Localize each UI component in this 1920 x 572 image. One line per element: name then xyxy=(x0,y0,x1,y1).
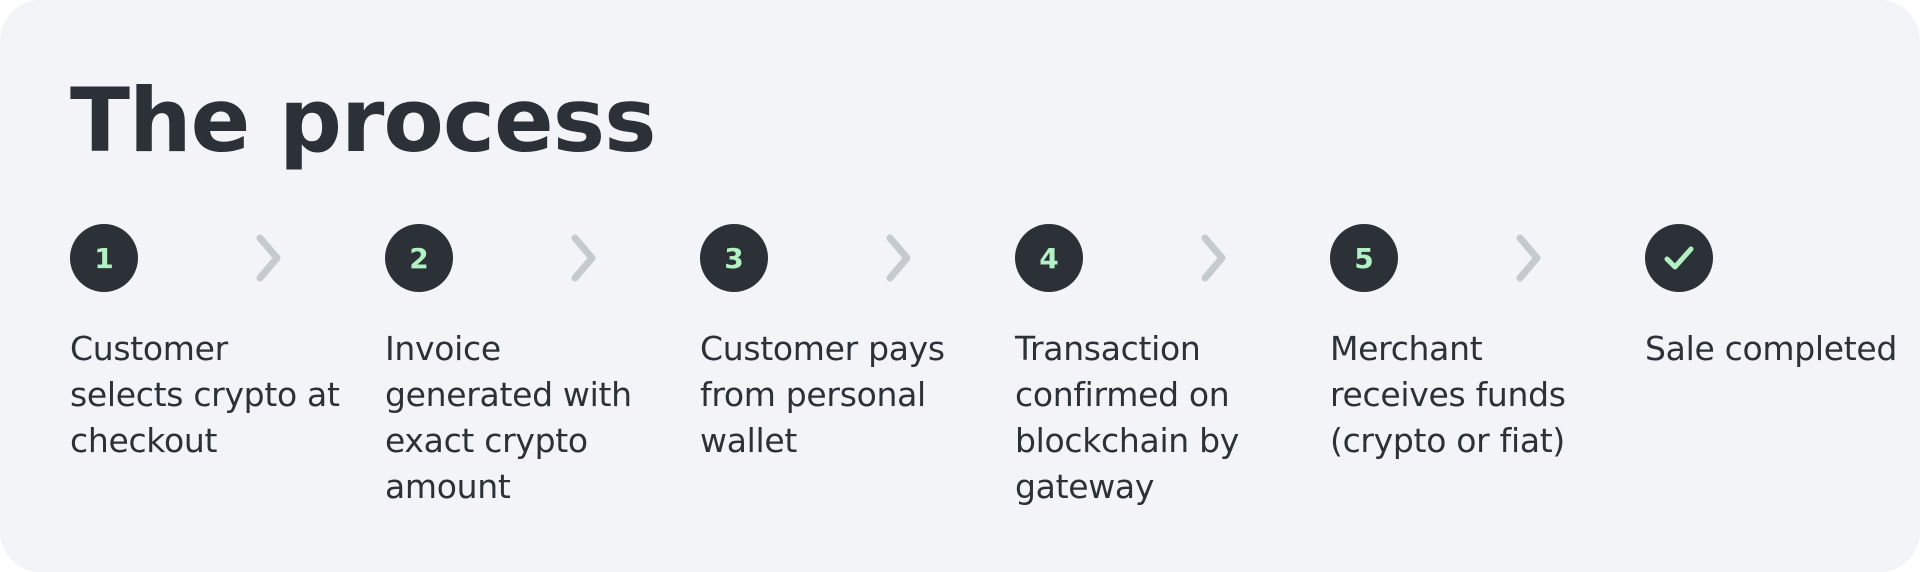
step-number-badge: 2 xyxy=(385,224,453,292)
step-number: 4 xyxy=(1039,241,1059,275)
step-number: 2 xyxy=(409,241,429,275)
step-3: 3 Customer pays from personal wallet xyxy=(700,224,970,464)
step-number-badge: 4 xyxy=(1015,224,1083,292)
step-1: 1 Customer selects crypto at checkout xyxy=(70,224,340,464)
chevron-right-icon xyxy=(1201,234,1226,282)
step-number: 1 xyxy=(94,241,114,275)
chevron-right-icon xyxy=(256,234,281,282)
step-2: 2 Invoice generated with exact crypto am… xyxy=(385,224,655,510)
checkmark-icon xyxy=(1664,246,1694,270)
step-number-badge: 3 xyxy=(700,224,768,292)
step-label: Customer selects crypto at checkout xyxy=(70,329,340,460)
step-label: Merchant receives funds (crypto or fiat) xyxy=(1330,329,1566,460)
step-6: Sale completed xyxy=(1645,224,1915,372)
step-4: 4 Transaction confirmed on blockchain by… xyxy=(1015,224,1285,510)
chevron-right-icon xyxy=(1516,234,1541,282)
process-steps: 1 Customer selects crypto at checkout 2 … xyxy=(70,224,1897,554)
step-5: 5 Merchant receives funds (crypto or fia… xyxy=(1330,224,1600,464)
step-number: 3 xyxy=(724,241,744,275)
step-label: Sale completed xyxy=(1645,329,1898,368)
chevron-right-icon xyxy=(571,234,596,282)
page-title: The process xyxy=(70,69,656,172)
step-number-badge: 5 xyxy=(1330,224,1398,292)
step-number: 5 xyxy=(1354,241,1374,275)
chevron-right-icon xyxy=(886,234,911,282)
step-label: Invoice generated with exact crypto amou… xyxy=(385,329,632,506)
step-complete-badge xyxy=(1645,224,1713,292)
step-number-badge: 1 xyxy=(70,224,138,292)
step-label: Customer pays from personal wallet xyxy=(700,329,945,460)
step-label: Transaction confirmed on blockchain by g… xyxy=(1015,329,1239,506)
